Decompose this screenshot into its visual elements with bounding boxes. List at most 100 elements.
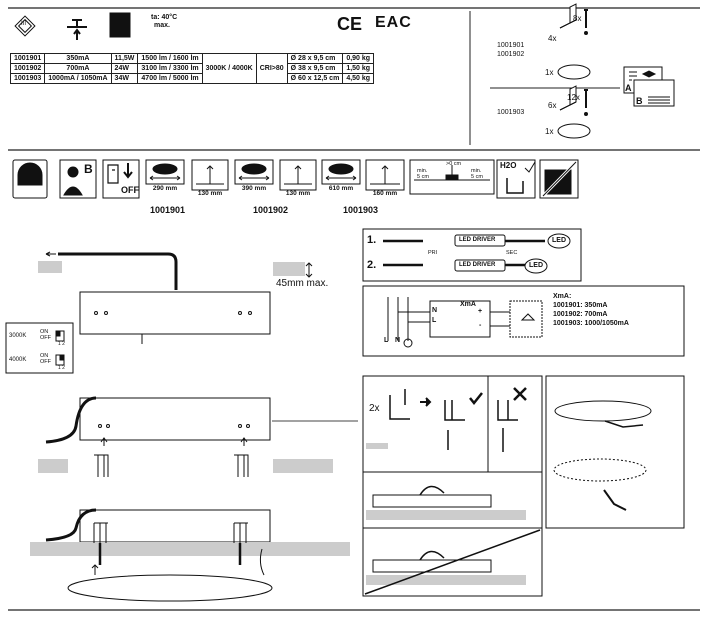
off-label: OFF <box>121 185 139 195</box>
wiring-step-1: 1. <box>367 234 377 246</box>
xma-label: XmA <box>460 301 476 308</box>
ta-label: ta: 40°C <box>151 14 178 21</box>
icon-code-3: 1001903 <box>343 205 379 215</box>
qty-brackets-a: 4x <box>548 34 557 43</box>
doc-label-a: A <box>625 83 632 93</box>
read-manual-icon <box>59 159 97 199</box>
ta-max-label: max. <box>154 22 170 29</box>
height-130-icon-b <box>279 159 317 191</box>
qty-template-a: 1x <box>545 68 554 77</box>
no-water-icon <box>496 159 536 199</box>
minus-label: - <box>479 322 482 329</box>
qty-brackets-b: 6x <box>548 101 557 110</box>
beam-width-1: 290 mm <box>152 185 178 192</box>
led-label-2: LED <box>529 262 543 269</box>
luminous-flux: 1500 lm / 1600 lm <box>137 53 203 64</box>
cct-switch-diagram <box>5 322 74 374</box>
bracket-icon-a <box>559 3 577 29</box>
beam-width-2: 390 mm <box>241 185 267 192</box>
power: 11,5W <box>110 53 139 64</box>
ceiling-cable-diagram <box>38 251 313 344</box>
cct-switch-4000: 4000K <box>9 357 27 363</box>
h2o-label: H2O <box>500 161 517 170</box>
ce-mark: CE <box>337 14 363 34</box>
drive-current: 700mA <box>44 63 112 74</box>
product-code: 1001902 <box>9 63 46 74</box>
mains-n: N <box>395 337 401 344</box>
legend-item: 1001902: 700mA <box>553 311 608 318</box>
qty-screws-a: 8x <box>573 14 582 23</box>
led-label-1: LED <box>552 237 566 244</box>
drive-current: 1000mA / 1050mA <box>44 73 112 84</box>
plus-label: + <box>478 308 483 315</box>
parts-code-a2: 1001902 <box>497 51 525 58</box>
bracket-mount-diagram <box>38 396 358 477</box>
parts-code-a1: 1001901 <box>497 42 525 49</box>
cri-cell: CRI>80 <box>255 53 288 84</box>
switch-off-1: OFF <box>40 335 51 341</box>
mains-l: L <box>384 337 389 344</box>
weight: 0,90 kg <box>342 53 375 64</box>
switch-on-2: ON <box>40 353 49 359</box>
class-three-icon <box>14 15 36 37</box>
weight: 1,50 kg <box>342 63 375 74</box>
switch-nums-2: 1 2 <box>58 365 65 371</box>
dimensions: Ø 28 x 9,5 cm <box>286 53 344 64</box>
doc-label-b: B <box>636 96 643 106</box>
dimensions: Ø 60 x 12,5 cm <box>286 73 344 84</box>
terminal-n: N <box>432 307 438 314</box>
drive-current: 350mA <box>44 53 112 64</box>
led-driver-label-1: LED DRIVER <box>459 237 496 243</box>
led-driver-label-2: LED DRIVER <box>459 262 496 268</box>
bracket-qty-label: 2x <box>369 403 380 414</box>
pri-label: PRI <box>428 250 438 256</box>
clearance-left-a: min. <box>417 168 428 174</box>
documents-icon <box>623 66 675 107</box>
product-code: 1001903 <box>9 73 46 84</box>
icon-code-1: 1001901 <box>150 205 186 215</box>
clearance-right-a: min. <box>471 168 482 174</box>
power: 24W <box>110 63 139 74</box>
dimensions: Ø 38 x 9,5 cm <box>286 63 344 74</box>
legend-item: 1001901: 350mA <box>553 302 608 309</box>
power: 34W <box>110 73 139 84</box>
clearance-right-b: 5 cm <box>471 174 483 180</box>
bracket-detail-panel <box>362 375 543 597</box>
ceiling-mount-icon <box>67 19 87 40</box>
screw-icon-b <box>584 89 588 116</box>
wiring-panel-bottom <box>362 285 685 357</box>
clearance-icon <box>409 159 495 195</box>
eac-mark: EAC <box>375 14 412 31</box>
cct-switch-3000: 3000K <box>9 333 27 339</box>
manual-b-label: B <box>84 162 93 176</box>
clearance-top: >0 cm <box>446 161 462 167</box>
mount-height-1: 130 mm <box>197 190 223 197</box>
clearance-left-b: 5 cm <box>417 174 429 180</box>
switch-off-2: OFF <box>40 359 51 365</box>
luminous-flux: 3100 lm / 3300 lm <box>137 63 203 74</box>
no-insulation-icon <box>539 159 579 199</box>
beam-width-3: 610 mm <box>328 185 354 192</box>
class-three-label: III <box>21 21 27 27</box>
parts-code-b: 1001903 <box>497 109 525 116</box>
wiring-panel-top <box>362 228 582 282</box>
qty-screws-b: 12x <box>567 93 580 102</box>
beam-610-icon <box>321 159 361 185</box>
legend-title: XmA: <box>553 293 572 300</box>
template-icon-b <box>557 123 591 139</box>
switch-nums-1: 1 2 <box>58 341 65 347</box>
wiring-step-2: 2. <box>367 259 377 271</box>
screw-icon-a <box>584 9 588 35</box>
switch-on-1: ON <box>40 329 49 335</box>
ceiling-fixing-diagram <box>30 508 350 602</box>
qty-template-b: 1x <box>545 127 554 136</box>
table-row: 1001903 1000mA / 1050mA 34W 4700 lm / 50… <box>9 73 375 84</box>
height-160-icon <box>365 159 405 191</box>
cct-cell: 3000K / 4000K <box>201 53 257 84</box>
table-row: 1001901 350mA 11,5W 1500 lm / 1600 lm 30… <box>9 53 375 84</box>
power-off-icon <box>102 159 140 199</box>
sec-label: SEC <box>506 250 518 256</box>
product-code: 1001901 <box>9 53 46 64</box>
weight: 4,50 kg <box>342 73 375 84</box>
